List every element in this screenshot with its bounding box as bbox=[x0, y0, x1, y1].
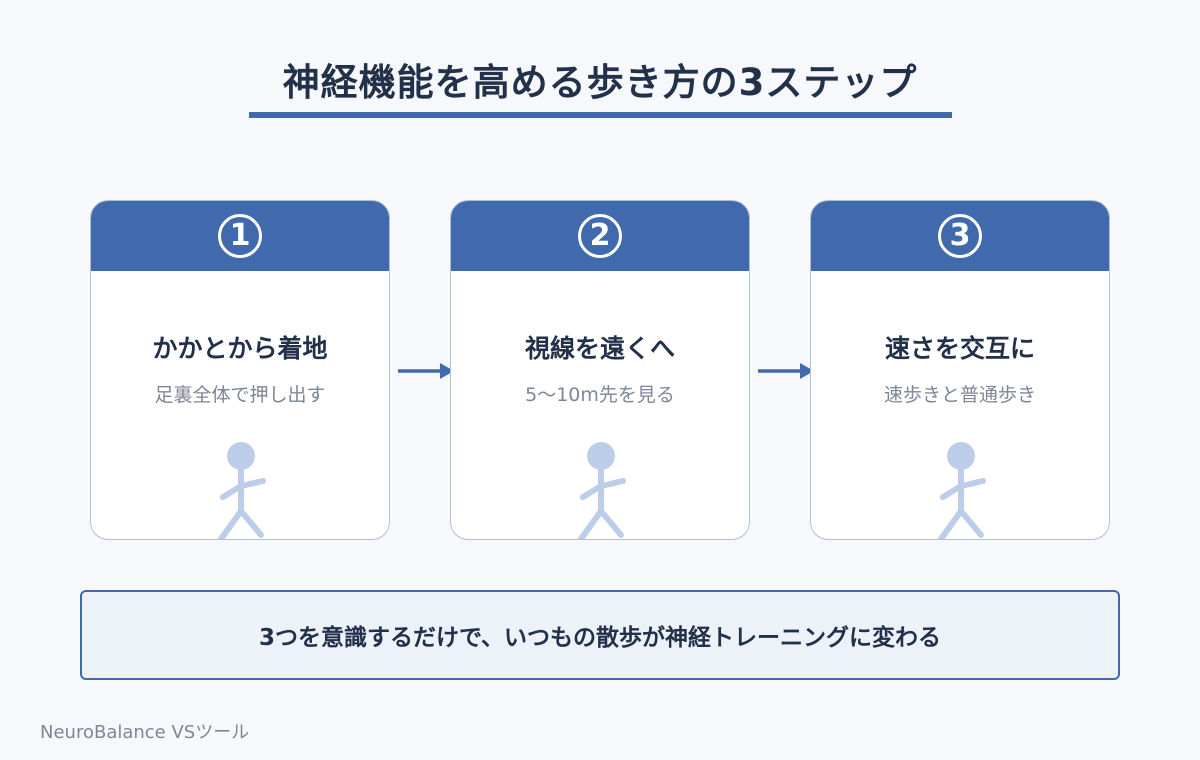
walking-figure-icon bbox=[578, 442, 626, 539]
step-card-2: 2 視線を遠くへ 5〜10m先を見る bbox=[450, 200, 750, 540]
summary-box: 3つを意識するだけで、いつもの散歩が神経トレーニングに変わる bbox=[80, 590, 1120, 680]
step-subtitle: 足裏全体で押し出す bbox=[154, 384, 326, 406]
step-card-1: 1 かかとから着地 足裏全体で押し出す bbox=[90, 200, 390, 540]
page-title: 神経機能を高める歩き方の3ステップ bbox=[282, 61, 918, 104]
arrow-right-icon bbox=[758, 363, 814, 379]
title-underline bbox=[249, 112, 952, 118]
step-number-badge: 3 bbox=[938, 214, 982, 258]
footer-brand: NeuroBalance VSツール bbox=[40, 722, 250, 743]
step-card-3: 3 速さを交互に 速歩きと普通歩き bbox=[810, 200, 1110, 540]
step-subtitle: 速歩きと普通歩き bbox=[883, 384, 1036, 406]
walking-figure-icon bbox=[938, 442, 986, 539]
step-card-header: 3 bbox=[811, 201, 1109, 271]
step-title: 視線を遠くへ bbox=[524, 334, 675, 363]
step-number-badge: 2 bbox=[578, 214, 622, 258]
step-title: かかとから着地 bbox=[152, 334, 328, 363]
step-card-header: 1 bbox=[91, 201, 389, 271]
step-subtitle: 5〜10m先を見る bbox=[525, 384, 675, 406]
walking-figure-icon bbox=[218, 442, 266, 539]
step-title: 速さを交互に bbox=[884, 334, 1035, 363]
step-card-header: 2 bbox=[451, 201, 749, 271]
arrow-right-icon bbox=[398, 363, 454, 379]
step-number-badge: 1 bbox=[218, 214, 262, 258]
